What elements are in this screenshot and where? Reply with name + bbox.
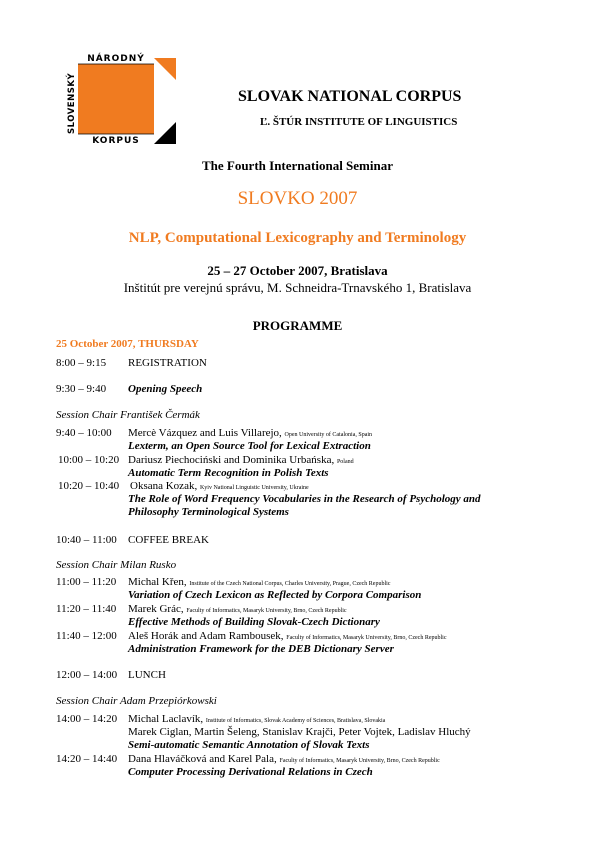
talk-authors: Mercè Vázquez and Luis Villarejo, Open U… bbox=[128, 427, 373, 439]
registration-label: REGISTRATION bbox=[128, 357, 207, 369]
talk-affiliation: Kyiv National Linguistic University, Ukr… bbox=[199, 485, 309, 491]
talk-title: Semi-automatic Semantic Annotation of Sl… bbox=[128, 739, 370, 751]
slovak-national-corpus-logo: NÁRODNÝ KORPUS SLOVENSKÝ bbox=[65, 52, 176, 146]
talk-time: 11:40 – 12:00 bbox=[56, 630, 117, 642]
talk-title: Automatic Term Recognition in Polish Tex… bbox=[128, 467, 329, 479]
talk-time: 10:20 – 10:40 bbox=[58, 480, 120, 492]
lunch-label: LUNCH bbox=[128, 669, 166, 681]
registration-time: 8:00 – 9:15 bbox=[56, 357, 107, 369]
talk-authors-continued: Marek Ciglan, Martin Šeleng, Stanislav K… bbox=[128, 726, 471, 738]
logo-word-side: SLOVENSKÝ bbox=[65, 73, 77, 134]
coffee-time: 10:40 – 11:00 bbox=[56, 534, 117, 546]
talk-affiliation: Institute of Informatics, Slovak Academy… bbox=[205, 718, 386, 724]
day-heading: 25 October 2007, THURSDAY bbox=[56, 338, 199, 350]
institute-name: Ľ. ŠTÚR INSTITUTE OF LINGUISTICS bbox=[260, 116, 458, 128]
talk-time: 11:00 – 11:20 bbox=[56, 576, 117, 588]
talk-affiliation: Faculty of Informatics, Masaryk Universi… bbox=[286, 635, 447, 641]
seminar-venue: Inštitút pre verejnú správu, M. Schneidr… bbox=[123, 280, 472, 295]
logo-square bbox=[78, 64, 154, 134]
talk-title-continued: Philosophy Terminological Systems bbox=[128, 506, 289, 518]
talk-title: Effective Methods of Building Slovak-Cze… bbox=[128, 616, 380, 628]
talk-time: 10:00 – 10:20 bbox=[58, 454, 120, 466]
talk-title: The Role of Word Frequency Vocabularies … bbox=[128, 493, 481, 505]
talk-authors: Michal Laclavík, Institute of Informatic… bbox=[128, 713, 386, 725]
seminar-theme: NLP, Computational Lexicography and Term… bbox=[128, 230, 467, 246]
talk-title: Variation of Czech Lexicon as Reflected … bbox=[128, 589, 422, 601]
talk-affiliation: Faculty of Informatics, Masaryk Universi… bbox=[279, 758, 440, 764]
talk-title: Computer Processing Derivational Relatio… bbox=[128, 766, 373, 778]
talk-authors: Aleš Horák and Adam Rambousek, Faculty o… bbox=[128, 630, 447, 642]
session-chair-1: Session Chair František Čermák bbox=[56, 409, 200, 421]
talk-affiliation: Institute of the Czech National Corpus, … bbox=[189, 581, 391, 587]
talk-affiliation: Poland bbox=[336, 459, 354, 465]
seminar-name: SLOVKO 2007 bbox=[237, 188, 358, 209]
talk-affiliation: Open University of Catalonia, Spain bbox=[284, 432, 373, 438]
talk-time: 11:20 – 11:40 bbox=[56, 603, 117, 615]
logo-word-bottom: KORPUS bbox=[92, 136, 140, 146]
session-chair-3: Session Chair Adam Przepiórkowski bbox=[56, 695, 217, 707]
seminar-dates: 25 – 27 October 2007, Bratislava bbox=[207, 263, 388, 278]
opening-time: 9:30 – 9:40 bbox=[56, 383, 107, 395]
talk-affiliation: Faculty of Informatics, Masaryk Universi… bbox=[186, 608, 347, 614]
talk-time: 14:00 – 14:20 bbox=[56, 713, 118, 725]
talk-authors: Dariusz Piechociński and Dominika Urbańs… bbox=[128, 454, 354, 466]
coffee-label: COFFEE BREAK bbox=[128, 534, 209, 546]
lunch-time: 12:00 – 14:00 bbox=[56, 669, 118, 681]
talk-authors: Oksana Kozak, Kyiv National Linguistic U… bbox=[130, 480, 309, 492]
talk-title: Administration Framework for the DEB Dic… bbox=[128, 643, 394, 655]
talk-title: Lexterm, an Open Source Tool for Lexical… bbox=[128, 440, 371, 452]
talk-authors: Marek Grác, Faculty of Informatics, Masa… bbox=[128, 603, 347, 615]
talk-time: 9:40 – 10:00 bbox=[56, 427, 112, 439]
session-chair-2: Session Chair Milan Rusko bbox=[56, 559, 177, 571]
logo-bottom-triangle bbox=[154, 122, 176, 144]
seminar-kicker: The Fourth International Seminar bbox=[201, 158, 394, 173]
logo-top-triangle bbox=[154, 58, 176, 80]
programme-heading: PROGRAMME bbox=[252, 318, 343, 333]
logo-word-top: NÁRODNÝ bbox=[87, 52, 145, 64]
opening-label: Opening Speech bbox=[128, 383, 203, 395]
talk-authors: Michal Křen, Institute of the Czech Nati… bbox=[128, 576, 391, 588]
org-name: SLOVAK NATIONAL CORPUS bbox=[238, 88, 462, 105]
talk-time: 14:20 – 14:40 bbox=[56, 753, 118, 765]
talk-authors: Dana Hlaváčková and Karel Pala, Faculty … bbox=[128, 753, 440, 765]
